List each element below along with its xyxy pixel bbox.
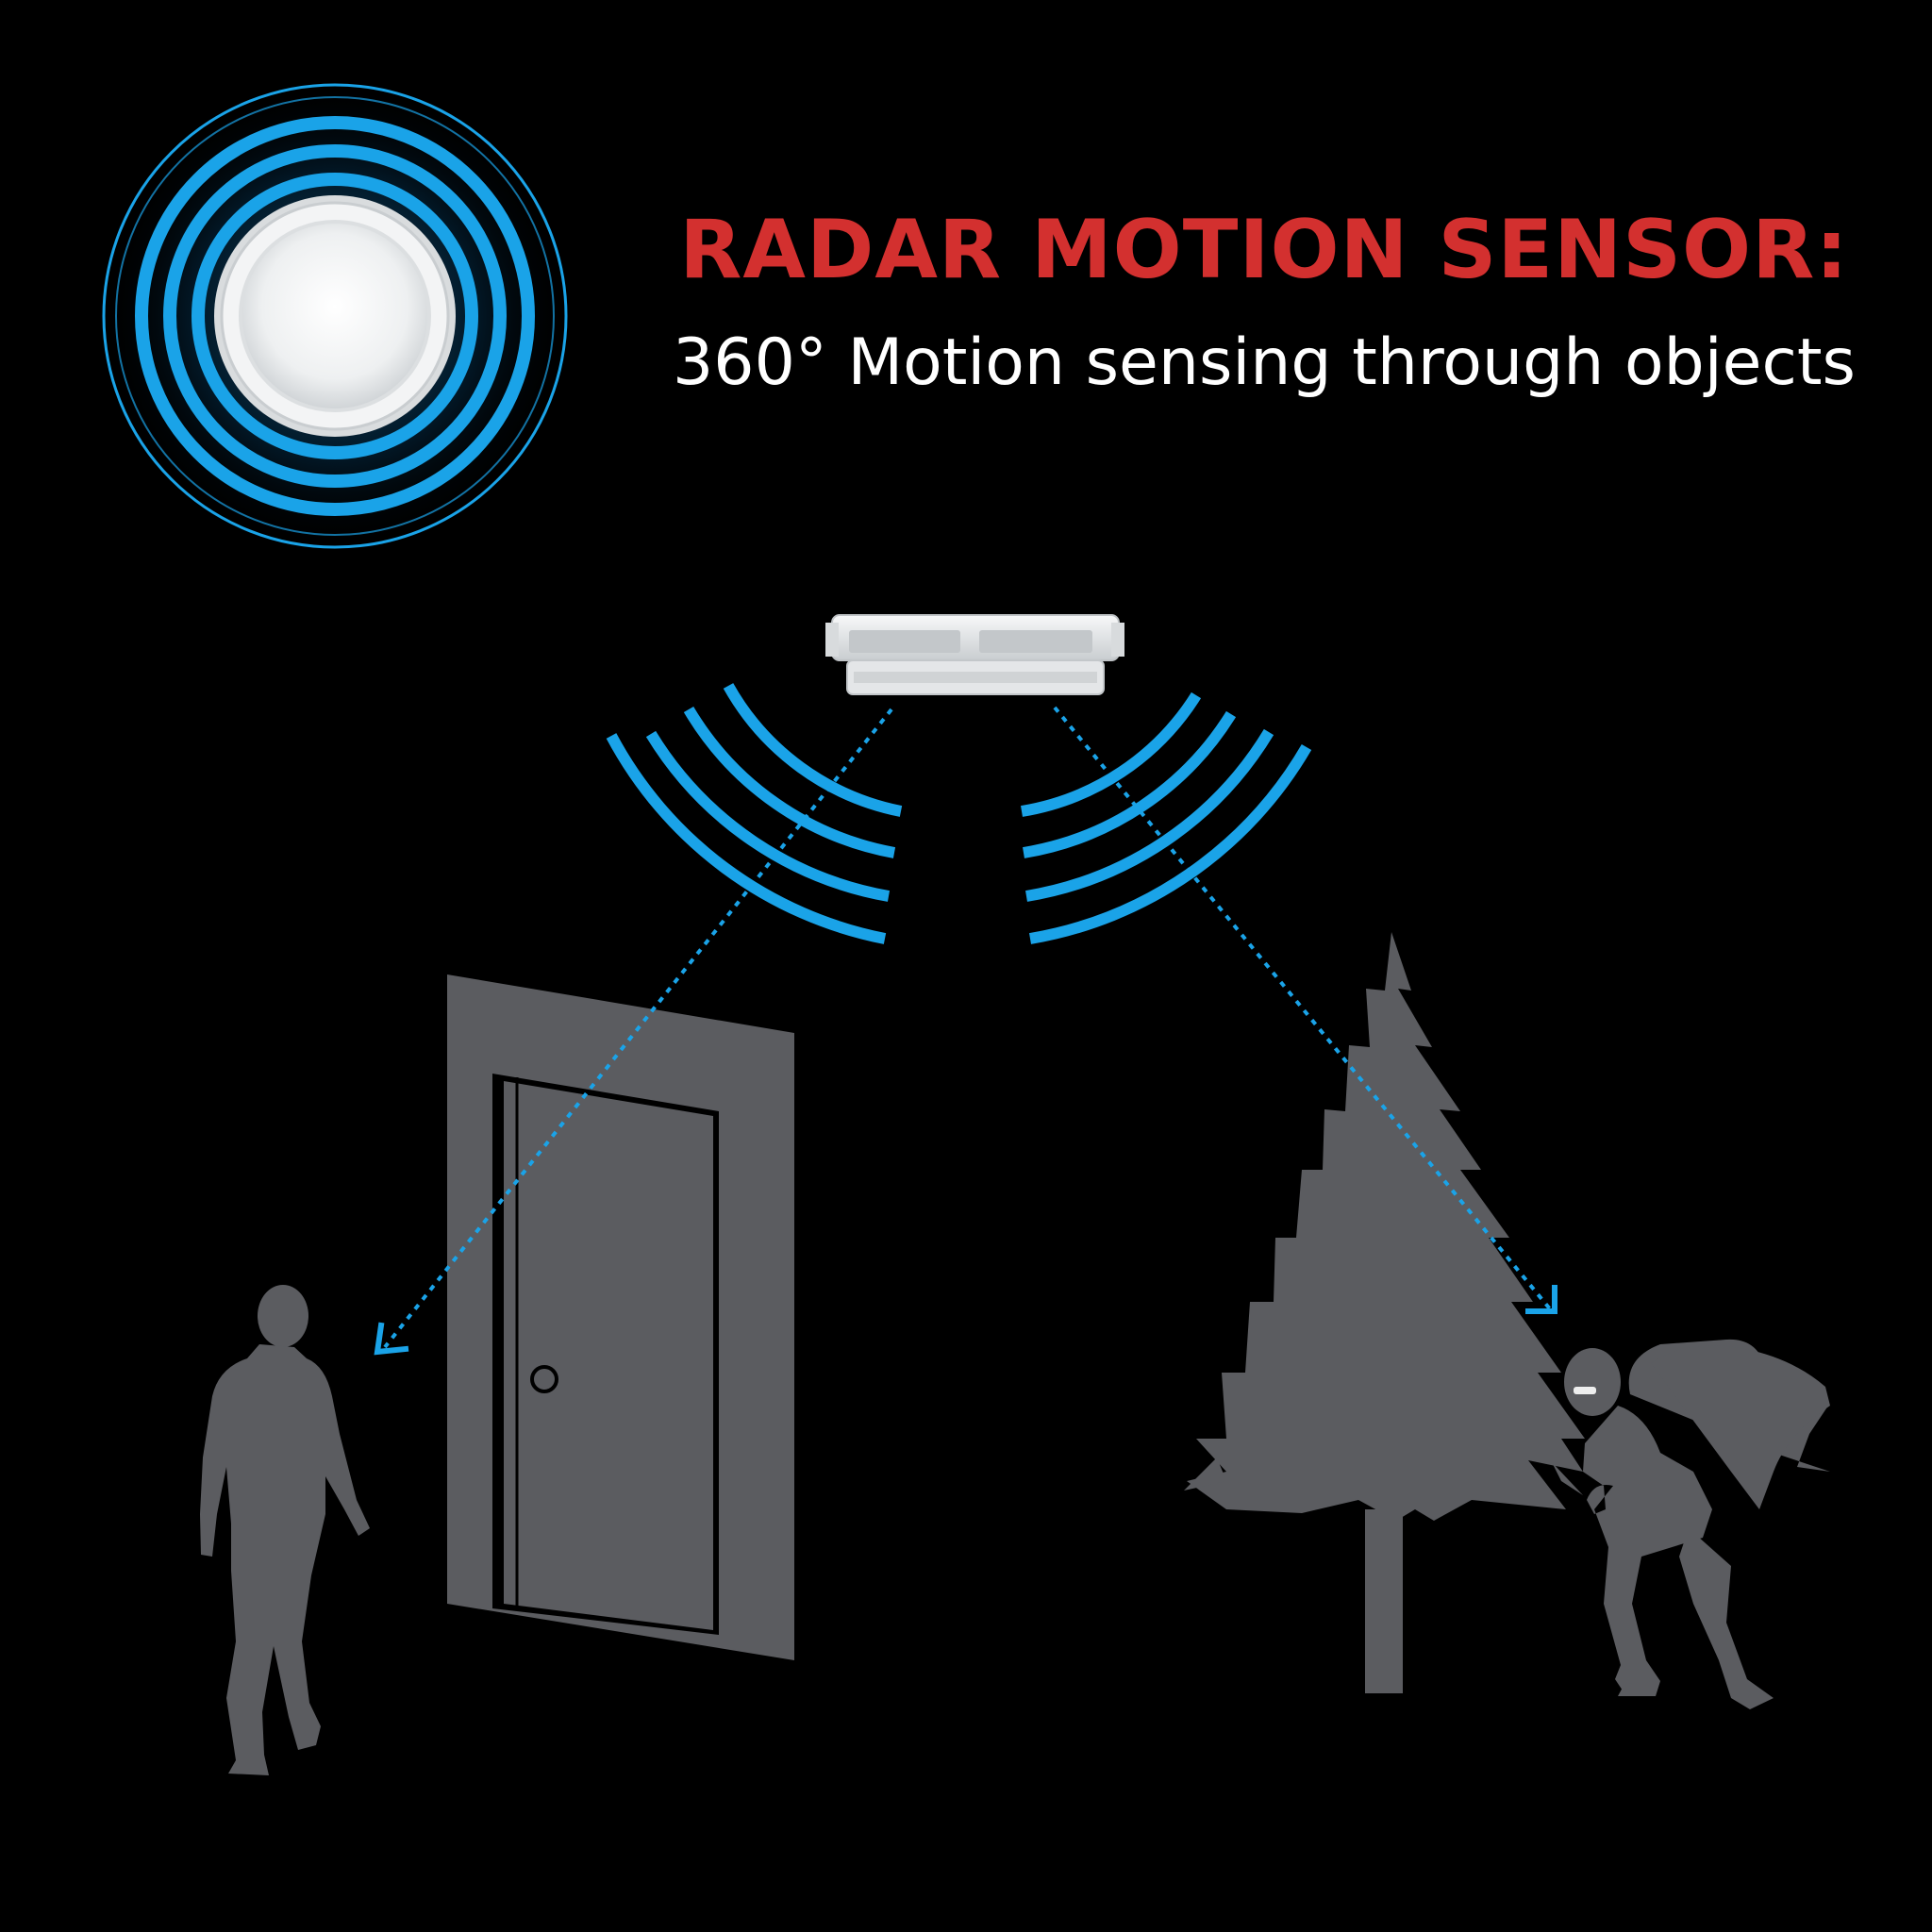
door-icon xyxy=(447,974,794,1660)
tree-icon xyxy=(1184,932,1585,1693)
burglar-icon xyxy=(1564,1339,1830,1709)
page-subtitle: 360° Motion sensing through objects xyxy=(673,325,1856,400)
arrow-heads xyxy=(374,1285,1557,1356)
person-walking-icon xyxy=(200,1285,370,1775)
page-title: RADAR MOTION SENSOR: xyxy=(679,203,1849,297)
radar-wave-icon xyxy=(606,683,1312,944)
radar-sensor-icon xyxy=(99,80,571,552)
ceiling-sensor-icon xyxy=(825,614,1124,695)
dotted-arrow-icon xyxy=(383,706,1554,1349)
